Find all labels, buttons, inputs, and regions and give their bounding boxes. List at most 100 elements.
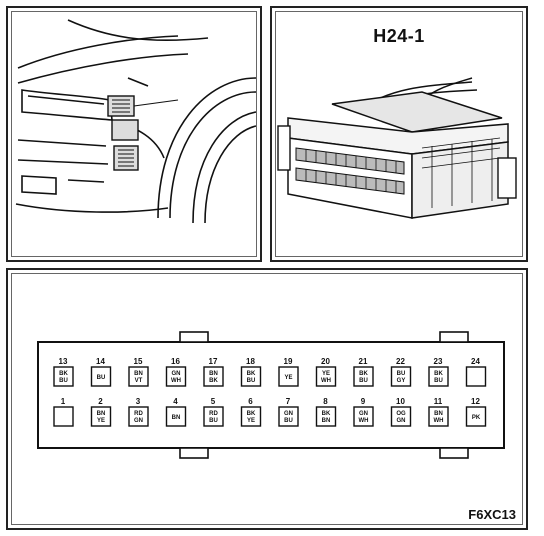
pin-number: 2 bbox=[98, 397, 103, 406]
pin-box bbox=[315, 406, 337, 427]
wire-color-primary: BN bbox=[97, 411, 106, 417]
wire-color-primary: BU bbox=[97, 375, 106, 381]
wire-color-primary: YE bbox=[322, 371, 330, 377]
wire-color-stripe: BK bbox=[209, 378, 218, 384]
latch-tab bbox=[179, 447, 209, 459]
pinout-diagram: 13BKBU14BU15BNVT16GNWH17BNBK18BKBU19YE20… bbox=[37, 331, 505, 459]
pin-box bbox=[240, 366, 262, 387]
wire-color-primary: BK bbox=[247, 371, 256, 377]
wire-color-stripe: WH bbox=[171, 378, 181, 384]
pin-number: 20 bbox=[321, 357, 330, 366]
wire-color-stripe: YE bbox=[247, 418, 255, 424]
pin-number: 13 bbox=[59, 357, 68, 366]
vehicle-front-illustration bbox=[15, 19, 257, 224]
pin-box bbox=[315, 366, 337, 387]
wire-color-primary: BK bbox=[322, 411, 331, 417]
pin-number: 5 bbox=[211, 397, 216, 406]
wire-color-primary: BN bbox=[434, 411, 443, 417]
wire-color-primary: BN bbox=[134, 371, 143, 377]
wire-color-stripe: WH bbox=[359, 418, 369, 424]
wire-color-primary: BK bbox=[359, 371, 368, 377]
pin-box bbox=[90, 366, 112, 387]
pin-box bbox=[128, 406, 149, 427]
pin-number: 18 bbox=[246, 357, 255, 366]
pin-number: 3 bbox=[136, 397, 141, 406]
wire-color-primary: GN bbox=[359, 411, 368, 417]
connector-title: H24-1 bbox=[373, 26, 425, 46]
pin-number: 23 bbox=[434, 357, 443, 366]
pin-box bbox=[278, 406, 299, 427]
pin-box bbox=[165, 366, 187, 387]
pin-box bbox=[278, 366, 299, 387]
pin-number: 7 bbox=[286, 397, 291, 406]
wire-color-primary: BK bbox=[247, 411, 256, 417]
wire-color-stripe: BU bbox=[59, 378, 68, 384]
wire-color-primary: YE bbox=[284, 375, 292, 381]
wire-color-primary: RD bbox=[134, 411, 143, 417]
pin-box bbox=[428, 406, 449, 427]
wire-color-stripe: BU bbox=[434, 378, 443, 384]
pin-box bbox=[390, 366, 412, 387]
wire-color-primary: BK bbox=[434, 371, 443, 377]
wire-color-primary: BU bbox=[397, 371, 406, 377]
pin-number: 9 bbox=[361, 397, 366, 406]
pin-number: 12 bbox=[471, 397, 480, 406]
pin-box bbox=[353, 366, 374, 387]
wire-color-primary: PK bbox=[472, 415, 481, 421]
wire-color-stripe: WH bbox=[434, 418, 444, 424]
pin-number: 24 bbox=[471, 357, 480, 366]
pin-number: 10 bbox=[396, 397, 405, 406]
pin-box bbox=[353, 406, 374, 427]
pin-number: 15 bbox=[134, 357, 143, 366]
wire-color-stripe: BU bbox=[209, 418, 218, 424]
pin-box bbox=[203, 366, 224, 387]
wire-color-stripe: BU bbox=[359, 378, 368, 384]
pin-box bbox=[53, 406, 74, 427]
wire-color-primary: RD bbox=[209, 411, 218, 417]
pin-box bbox=[240, 406, 262, 427]
wire-color-stripe: GY bbox=[397, 378, 406, 384]
figure-reference-code: F6XC13 bbox=[468, 507, 516, 522]
pin-box bbox=[203, 406, 224, 427]
latch-tab bbox=[439, 447, 469, 459]
pin-box bbox=[465, 406, 487, 427]
pin-cavity: 4BN bbox=[165, 397, 187, 427]
pin-box bbox=[390, 406, 412, 427]
connector-illustration-panel: H24-1 bbox=[270, 6, 528, 262]
wire-color-stripe: WH bbox=[321, 378, 331, 384]
pin-box bbox=[465, 366, 487, 387]
wire-color-primary: BK bbox=[59, 371, 68, 377]
pin-cavity: 24 bbox=[465, 357, 487, 387]
wire-color-stripe: YE bbox=[97, 418, 105, 424]
wire-color-primary: BN bbox=[172, 415, 181, 421]
wire-color-stripe: BU bbox=[247, 378, 256, 384]
pin-number: 17 bbox=[209, 357, 218, 366]
pin-number: 4 bbox=[173, 397, 178, 406]
wire-color-stripe: BU bbox=[284, 418, 293, 424]
pin-box bbox=[53, 366, 74, 387]
wire-color-primary: GN bbox=[284, 411, 293, 417]
vehicle-location-panel bbox=[6, 6, 262, 262]
pin-box bbox=[90, 406, 112, 427]
pin-number: 1 bbox=[61, 397, 66, 406]
pin-box bbox=[128, 366, 149, 387]
pin-number: 11 bbox=[434, 397, 443, 406]
pin-box bbox=[165, 406, 187, 427]
